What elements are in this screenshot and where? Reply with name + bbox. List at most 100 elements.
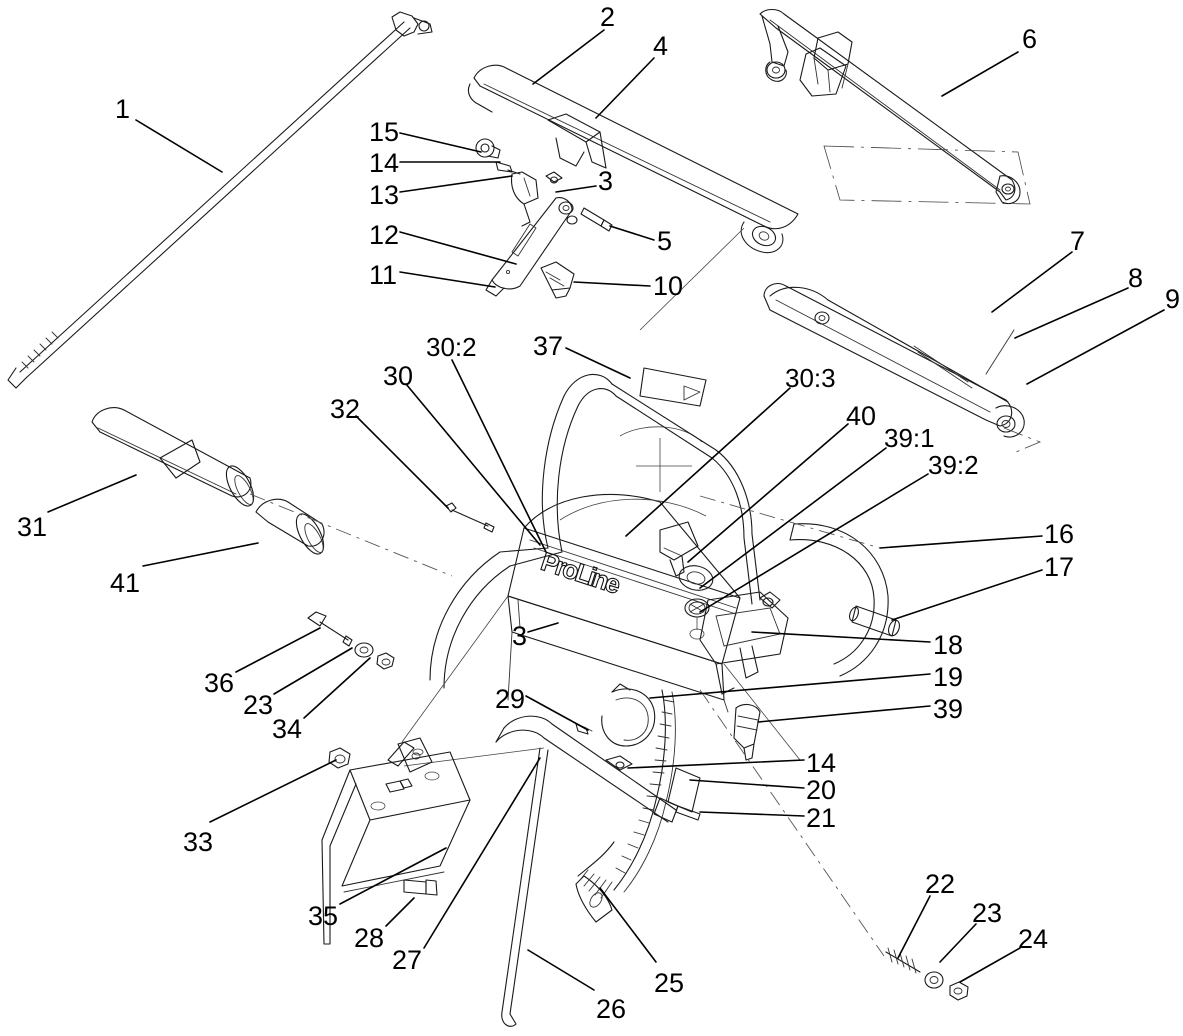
leader-line-18 (751, 631, 931, 643)
part-37-plate (639, 367, 707, 407)
callout-28: 28 (354, 923, 385, 953)
callout-15: 15 (369, 117, 400, 147)
leader-lines (47, 29, 1165, 991)
leader-line-25 (599, 887, 657, 963)
callout-34: 34 (272, 714, 303, 744)
leader-line-39 (757, 705, 931, 723)
callout-39-1: 39:1 (884, 423, 935, 453)
callout-5: 5 (657, 226, 673, 256)
parts-26-27-rod (403, 715, 677, 1027)
callout-11: 11 (369, 260, 398, 290)
callout-20: 20 (806, 775, 837, 805)
leader-line-16 (879, 535, 1043, 549)
parts-11-12-bracket (485, 197, 578, 297)
proline-logo: ProLine (537, 546, 625, 601)
leader-line-39-1 (699, 447, 887, 589)
leader-line-8 (1014, 287, 1129, 339)
leader-line-23 (273, 647, 353, 695)
part-1-rod (7, 11, 433, 389)
callout-30-2: 30:2 (426, 332, 477, 362)
leader-line-37 (565, 347, 631, 379)
parts-22-23-24-hardware (699, 689, 969, 1001)
callout-30: 30 (383, 361, 414, 391)
callout-18: 18 (933, 630, 964, 660)
callout-10: 10 (653, 271, 684, 301)
leader-line-24 (959, 947, 1021, 983)
leader-line-30-3 (625, 387, 791, 537)
callout-8: 8 (1128, 263, 1144, 293)
leader-line-3 (527, 622, 559, 633)
leader-line-6 (941, 51, 1019, 97)
leader-line-23 (939, 923, 977, 963)
leader-line-31 (47, 474, 137, 513)
leader-line-35 (339, 847, 447, 905)
callout-17: 17 (1044, 552, 1075, 582)
callout-26: 26 (596, 994, 627, 1024)
leader-line-4 (595, 57, 655, 119)
part-32-bolt (445, 502, 495, 533)
callout-19: 19 (933, 662, 964, 692)
parts-19-29-clamp (575, 683, 656, 747)
svg-text:ProLine: ProLine (537, 546, 624, 600)
callout-1: 1 (115, 94, 131, 124)
leader-line-15 (399, 132, 482, 153)
callout-41: 41 (110, 568, 141, 598)
callout-4: 4 (653, 31, 669, 61)
callout-27: 27 (392, 945, 423, 975)
callout-29: 29 (495, 684, 526, 714)
leader-line-26 (527, 949, 595, 991)
parts-13-15-hardware (475, 138, 563, 227)
callout-23: 23 (972, 898, 1003, 928)
part-6-handle (759, 8, 1031, 205)
callout-3: 3 (512, 621, 528, 651)
callout-33: 33 (183, 827, 214, 857)
callout-21: 21 (806, 803, 837, 833)
callout-36: 36 (204, 668, 235, 698)
leader-line-17 (891, 569, 1043, 621)
callout-2: 2 (600, 2, 616, 32)
leader-line-5 (609, 225, 655, 241)
leader-line-27 (423, 757, 541, 949)
callout-25: 25 (654, 968, 685, 998)
callout-32: 32 (330, 394, 361, 424)
leader-line-41 (142, 542, 259, 567)
part-39-knob (733, 703, 761, 761)
part-25-spring (577, 841, 615, 899)
parts-23-34-36-hardware (307, 611, 395, 670)
callout-6: 6 (1022, 24, 1038, 54)
part-5-pin (580, 207, 613, 232)
leader-line-12 (399, 231, 517, 265)
part-10-clip (540, 261, 575, 299)
parts-28-33-35-plate (321, 737, 471, 945)
part-16-arc (699, 495, 889, 677)
leader-line-30-2 (451, 359, 547, 553)
leader-line-9 (1026, 309, 1165, 385)
parts-18-39-lever (699, 591, 789, 695)
console-body (401, 373, 801, 761)
part-17-pin (848, 605, 900, 637)
parts-40-303-knob (659, 521, 714, 640)
parts-31-41-grips (91, 407, 453, 577)
leader-line-19 (649, 673, 931, 699)
callout-12: 12 (369, 220, 400, 250)
leader-line-11 (399, 271, 496, 288)
leader-line-32 (355, 415, 449, 509)
leader-line-13 (399, 175, 513, 193)
callout-22: 22 (925, 869, 956, 899)
leader-line-1 (135, 119, 223, 173)
callout-13: 13 (369, 180, 400, 210)
parts-14-20-21-controls (575, 689, 701, 923)
callout-39: 39 (933, 694, 964, 724)
callout-40: 40 (846, 401, 877, 431)
callout-24: 24 (1018, 924, 1049, 954)
callout-37: 37 (533, 331, 564, 361)
leader-line-39-2 (699, 473, 929, 613)
leader-line-3 (555, 185, 597, 193)
leader-line-10 (573, 281, 651, 287)
part-2-4-upper-handle (467, 64, 799, 331)
leader-line-40 (687, 423, 849, 563)
callout-14: 14 (806, 748, 837, 778)
leader-line-28 (385, 897, 415, 927)
callout-14: 14 (369, 148, 400, 178)
